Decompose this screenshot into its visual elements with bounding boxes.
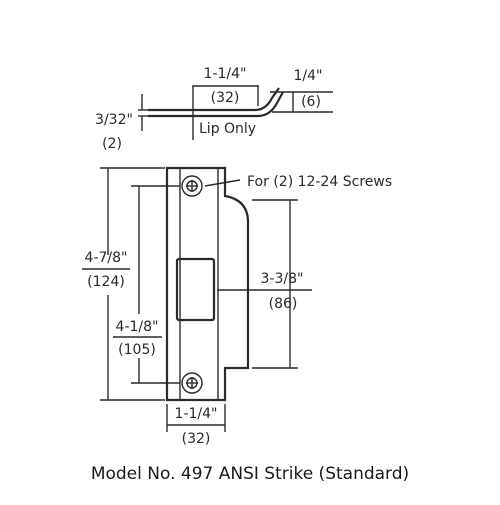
- lip-height-inch: 3-3/8": [261, 271, 304, 287]
- lip-width-mm: (32): [211, 90, 240, 106]
- lip-only-label: Lip Only: [199, 121, 256, 137]
- lip-thickness-inch: 3/32": [95, 112, 133, 128]
- lip-width-inch: 1-1/4": [204, 66, 247, 82]
- overall-height-mm: (124): [87, 274, 125, 290]
- latch-opening: [175, 257, 216, 322]
- lip-depth-mm: (6): [301, 94, 321, 110]
- screw-hole-bottom: [181, 372, 203, 394]
- lip-height-dimension: 3-3/8" (86): [217, 199, 312, 369]
- overall-height-dimension: 4-7/8" (124): [82, 167, 165, 401]
- overall-height-inch: 4-7/8": [85, 250, 128, 266]
- screws-note: For (2) 12-24 Screws: [247, 174, 392, 190]
- lip-profile-outline: [148, 87, 284, 118]
- plate-width-mm: (32): [182, 431, 211, 447]
- plate-width-inch: 1-1/4": [175, 406, 218, 422]
- screw-hole-top: [181, 175, 203, 197]
- strike-plate: [165, 166, 250, 402]
- lip-depth-inch: 1/4": [294, 68, 323, 84]
- screws-leader: [204, 179, 241, 187]
- caption: Model No. 497 ANSI Strike (Standard): [91, 464, 409, 484]
- lip-height-mm: (86): [269, 296, 298, 312]
- screw-spacing-dimension: 4-1/8" (105): [113, 185, 180, 384]
- strike-plate-outline: [165, 166, 250, 402]
- lip-profile: 1-1/4" (32) 1/4" (6) 3/32" (2) Lip Only: [95, 66, 333, 152]
- screw-spacing-inch: 4-1/8": [116, 319, 159, 335]
- plate-width-dimension: 1-1/4" (32): [166, 404, 226, 447]
- lip-thickness-mm: (2): [102, 136, 122, 152]
- screw-spacing-mm: (105): [118, 342, 156, 358]
